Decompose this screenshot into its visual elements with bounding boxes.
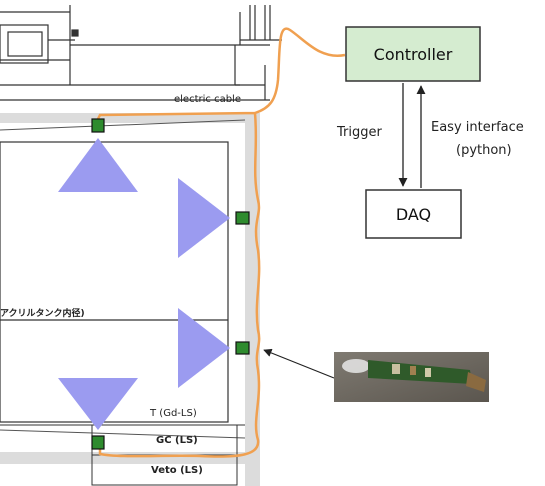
diffuser-triangle-top xyxy=(58,138,138,192)
led-source-lower-right xyxy=(235,341,250,355)
controller-label: Controller xyxy=(373,44,453,64)
led-source-top xyxy=(91,118,105,133)
led-source-bottom xyxy=(91,435,105,450)
diffuser-triangle-lower-right xyxy=(178,308,230,388)
target-label: T (Gd-LS) xyxy=(150,408,197,419)
gc-label: GC (LS) xyxy=(156,435,198,446)
daq-box xyxy=(365,189,462,239)
target-vessel xyxy=(0,141,229,423)
diffuser-triangle-bottom xyxy=(58,378,138,430)
outer-wall-top xyxy=(0,113,260,123)
veto-label: Veto (LS) xyxy=(151,465,203,476)
acrylic-label: アクリルタンク内径) xyxy=(0,309,85,319)
led-photo xyxy=(334,352,489,402)
trigger-label: Trigger xyxy=(337,125,382,140)
diffuser-triangle-upper-right xyxy=(178,178,230,258)
detector-walls xyxy=(0,113,260,486)
outer-wall-bottom xyxy=(0,452,260,464)
interface-label-line1: Easy interface xyxy=(431,120,524,135)
daq-label: DAQ xyxy=(395,204,432,224)
led-sources xyxy=(91,118,250,450)
diffusers xyxy=(58,138,230,430)
cable-label: electric cable xyxy=(174,94,241,105)
controller-box xyxy=(345,26,481,82)
interface-label-line2: (python) xyxy=(456,143,512,158)
top-mechanical-drawing xyxy=(0,0,545,101)
outer-wall-right xyxy=(245,113,260,486)
led-source-upper-right xyxy=(235,211,250,225)
electric-cable xyxy=(93,27,346,458)
photo-pointer-arrow xyxy=(263,348,335,379)
